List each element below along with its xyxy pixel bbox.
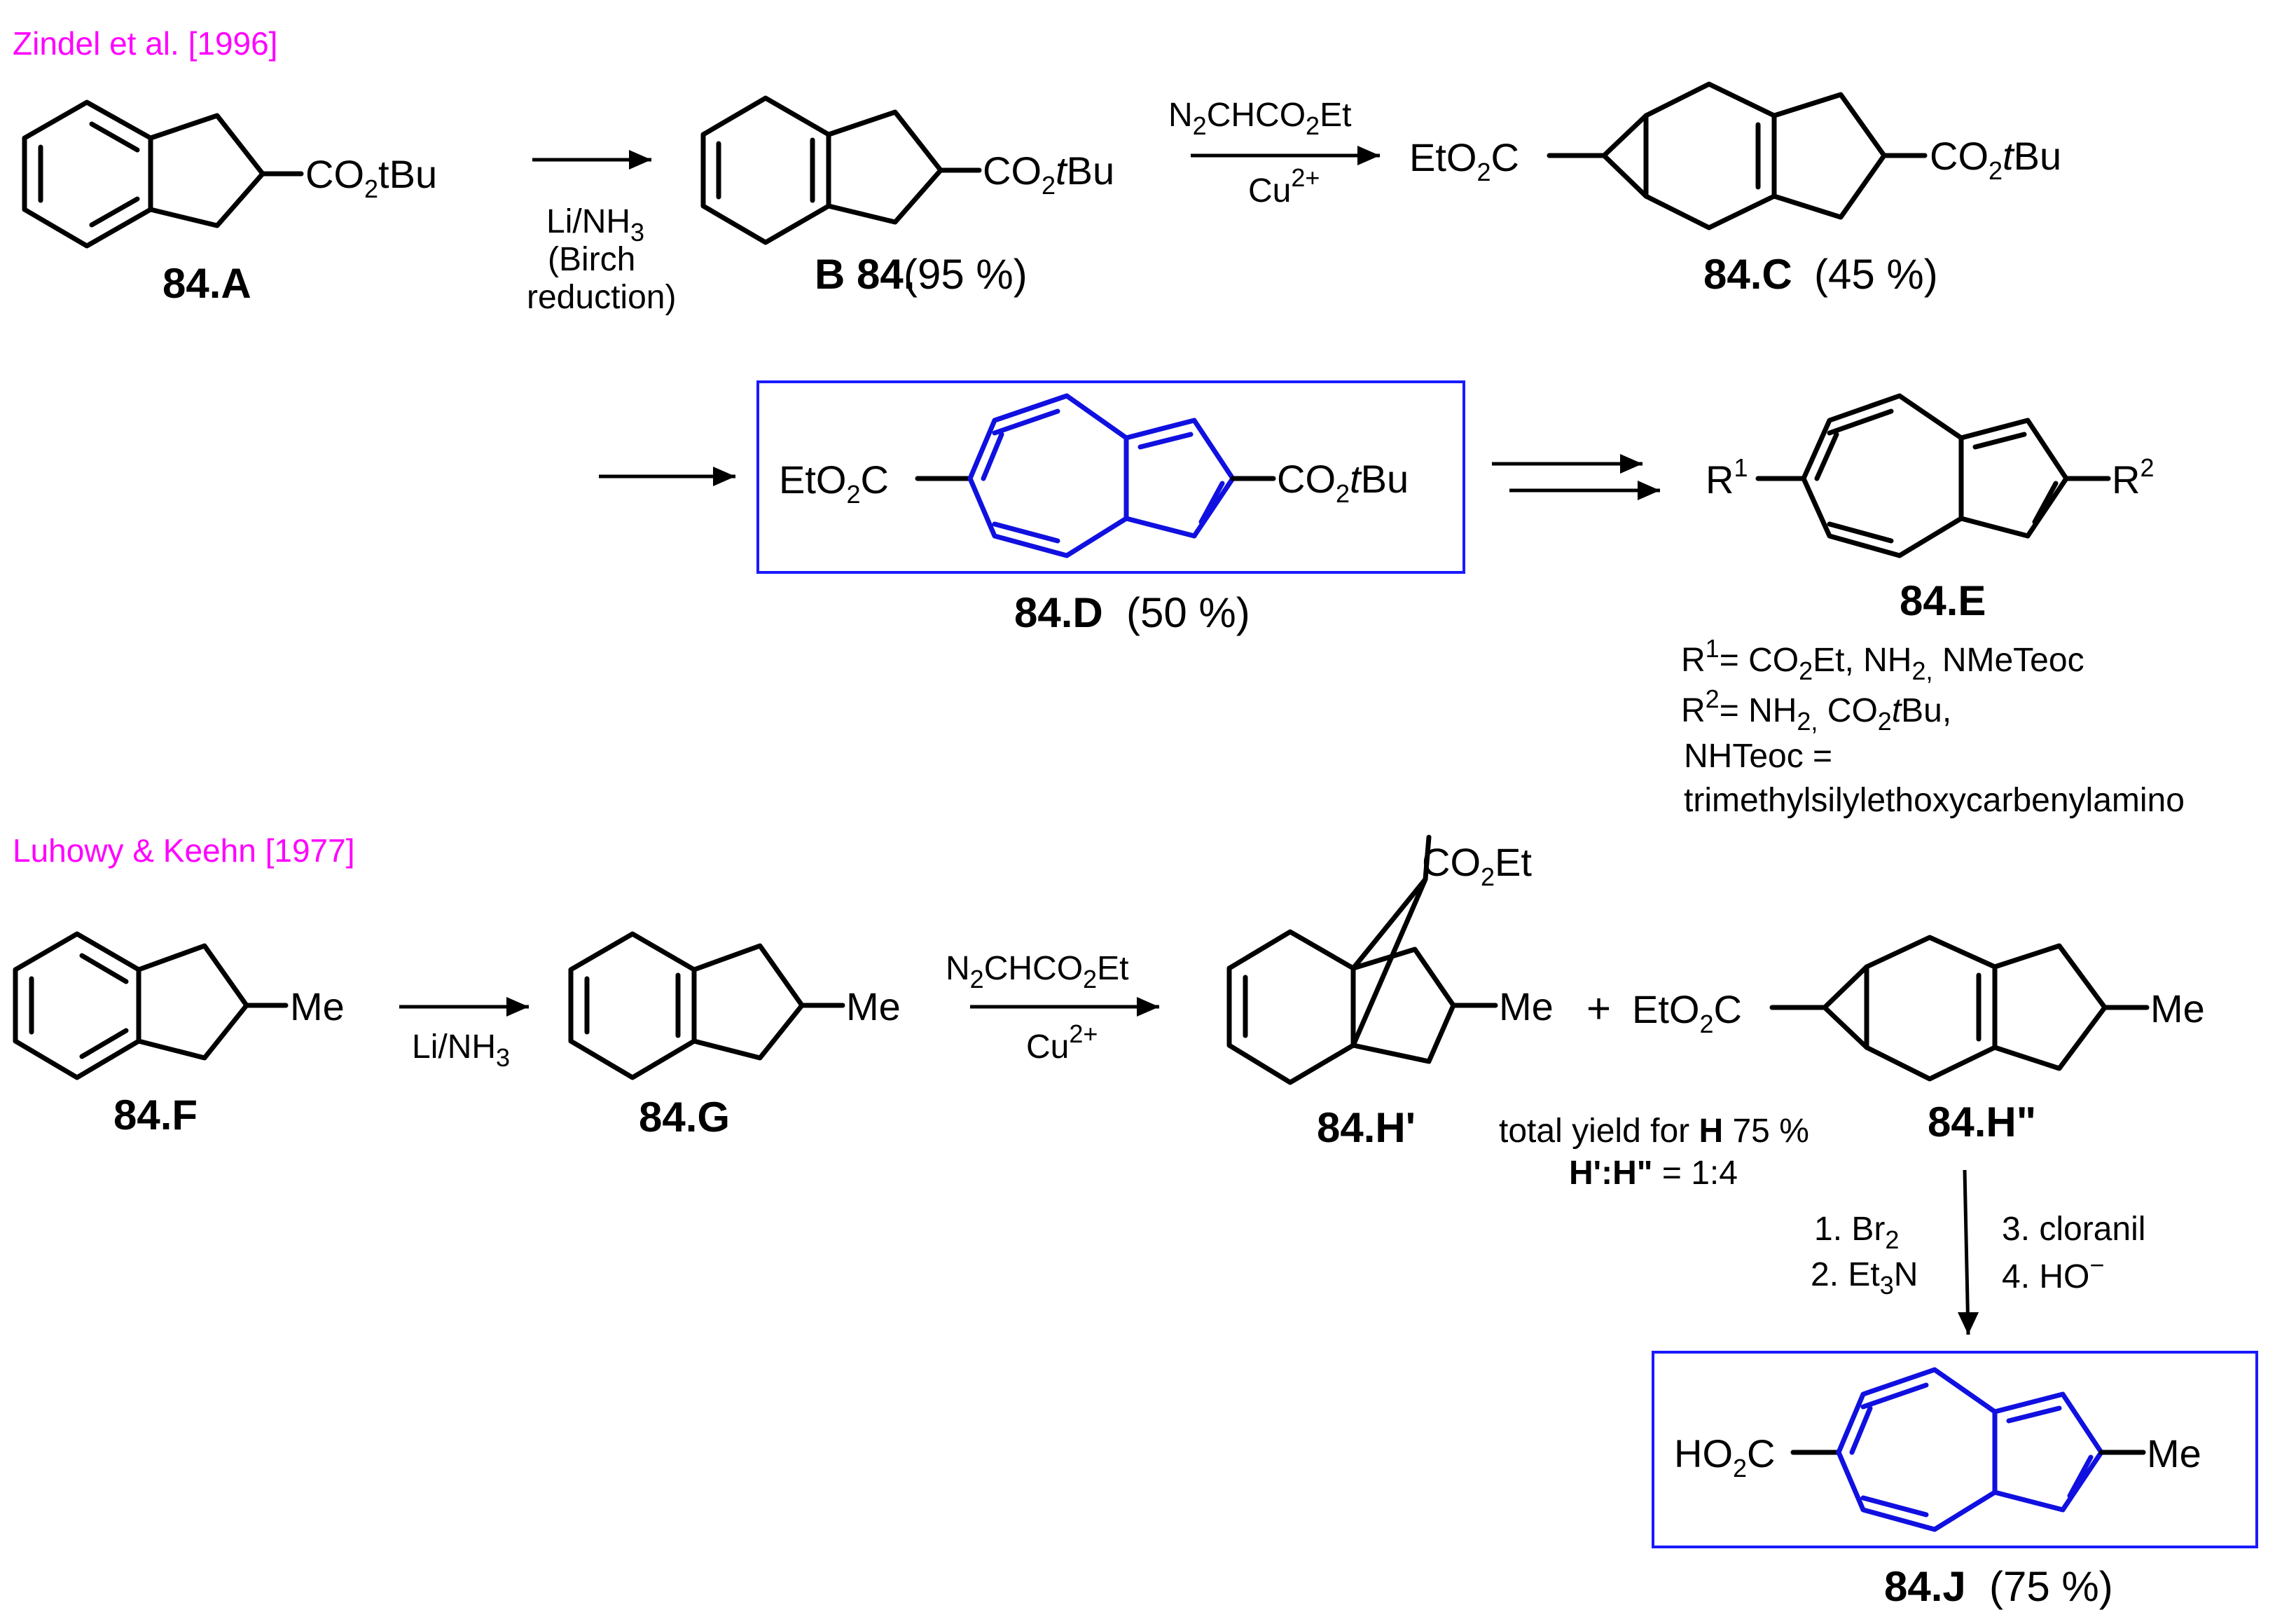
compound-yield: (50 %) [1126, 589, 1250, 636]
compound-label: B 84. [815, 251, 915, 298]
reagent-bromine: 1. Br2 [1814, 1211, 1899, 1254]
teoc-line2: trimethylsilylethoxycarbenylamino [1684, 782, 2185, 819]
compound-84H-prime: CO2Et Me 84.H' [1226, 834, 1554, 1151]
highlight-box [1652, 1351, 2258, 1548]
reagent-li-nh3: Li/NH3 [412, 1028, 510, 1072]
compound-84J: HO2C Me 84.J (75 %) [1652, 1351, 2258, 1610]
compound-label: 84.E [1900, 577, 1986, 624]
substituent-co2tbu: CO2tBu [983, 149, 1114, 200]
reagent-chloranil: 3. cloranil [2002, 1211, 2145, 1248]
group-eto2c: EtO2C [779, 457, 889, 509]
total-yield-text: total yield for H 75 % [1499, 1113, 1809, 1150]
substituent-me: Me [290, 984, 345, 1028]
compound-label: 84.D [1014, 589, 1103, 636]
compound-yield: (75 %) [1989, 1563, 2113, 1610]
substituent-me: Me [846, 984, 901, 1028]
plus-sign: + [1586, 985, 1611, 1032]
compound-84A: CO2tBu 84.A [22, 99, 437, 307]
reaction-arrow-H-J: 1. Br2 2. Et3N 3. cloranil 4. HO− [1811, 1169, 2145, 1335]
yield-note: total yield for H 75 % H':H" = 1:4 [1499, 1113, 1809, 1192]
compound-yield: (95 %) [904, 251, 1028, 298]
compound-84G: Me 84.G [568, 931, 901, 1141]
reaction-arrow-C-D [599, 467, 735, 486]
reagent-note-line1: (Birch [548, 241, 635, 278]
substituent-me: Me [1499, 984, 1554, 1028]
reaction-arrow-F-G: Li/NH3 [399, 997, 529, 1072]
substituent-co2tbu: CO2tBu [1277, 457, 1409, 508]
azulene-seven-ring [967, 393, 1129, 558]
r1-definition: R1= CO2Et, NH2, NMeTeoc [1681, 634, 2084, 685]
substituent-me: Me [2150, 986, 2205, 1031]
cyclopropane-ring [1601, 113, 1649, 199]
compound-84D: EtO2C CO2tBu 84.D (50 %) [756, 380, 1465, 636]
reference-zindel: Zindel et al. [1996] [13, 25, 277, 62]
reagent-diazoacetate: N2CHCO2Et [1168, 97, 1351, 140]
compound-yield: (45 %) [1814, 251, 1938, 298]
cyclopentane-ring [148, 113, 265, 228]
ratio-text: H':H" = 1:4 [1569, 1155, 1738, 1192]
reagent-li-nh3: Li/NH3 [546, 203, 644, 247]
substituent-me: Me [2147, 1431, 2201, 1475]
compound-label: 84.A [162, 260, 251, 307]
compound-label: 84.F [113, 1092, 198, 1138]
reaction-arrow-B-C: N2CHCO2Et Cu2+ [1168, 97, 1380, 209]
highlight-box [756, 380, 1465, 574]
compound-84F: Me 84.F [13, 931, 345, 1138]
compound-84C: EtO2C CO2tBu 84.C (45 %) [1409, 81, 2061, 298]
compound-label: 84.H' [1317, 1104, 1416, 1151]
multistep-arrow-D-E [1492, 454, 1660, 500]
reagent-note-line2: reduction) [527, 279, 676, 316]
group-r1: R1 [1706, 453, 1748, 502]
compound-label: 84.J [1884, 1563, 1966, 1610]
reagent-copper: Cu2+ [1026, 1019, 1098, 1066]
reference-luhowy: Luhowy & Keehn [1977] [13, 832, 354, 869]
reaction-arrow-A-B: Li/NH3 (Birch reduction) [527, 150, 676, 316]
benzene-ring [22, 99, 153, 249]
reagent-diazoacetate: N2CHCO2Et [946, 950, 1128, 993]
compound-84B: CO2tBu B 84. (95 %) [700, 95, 1114, 298]
teoc-line1: NHTeoc = [1684, 738, 1832, 775]
reagent-triethylamine: 2. Et3N [1811, 1256, 1918, 1300]
group-r2: R2 [2112, 453, 2154, 502]
group-eto2c: EtO2C [1409, 135, 1519, 186]
substituent-co2tbu: CO2tBu [305, 152, 437, 203]
reaction-arrow-G-H: N2CHCO2Et Cu2+ [946, 950, 1159, 1066]
group-co2et: CO2Et [1422, 840, 1532, 891]
reagent-hydroxide: 4. HO− [2002, 1251, 2104, 1295]
compound-label: 84.C [1703, 251, 1792, 298]
compound-label: 84.G [639, 1094, 730, 1141]
reagent-copper: Cu2+ [1248, 163, 1320, 209]
compound-label: 84.H" [1928, 1099, 2036, 1145]
group-ho2c: HO2C [1674, 1431, 1775, 1482]
compound-84E: R1 R2 84.E R1= CO2Et, NH2, NMeTeoc R2= N… [1681, 393, 2185, 819]
compound-84H-double-prime: EtO2C Me 84.H" [1632, 935, 2205, 1145]
substituent-co2tbu: CO2tBu [1930, 134, 2061, 185]
r2-definition: R2= NH2, CO2tBu, [1681, 684, 1951, 736]
group-eto2c: EtO2C [1632, 987, 1742, 1038]
